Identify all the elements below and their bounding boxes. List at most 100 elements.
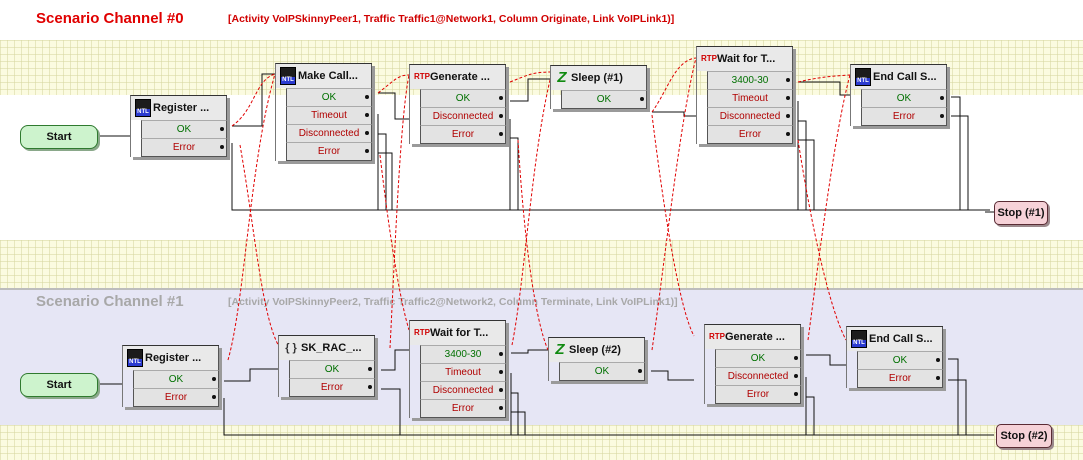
wire-makecall-error xyxy=(378,152,393,210)
output-ok[interactable]: OK xyxy=(715,349,801,367)
wire-endcall2-ok xyxy=(948,358,959,435)
block-sk-rac[interactable]: { }SK_RAC_... OK Error xyxy=(278,335,375,397)
block-title: Make Call... xyxy=(298,70,358,82)
wire-wait2-disconnected xyxy=(511,392,519,435)
output-error[interactable]: Error xyxy=(289,378,375,397)
sync-link xyxy=(227,73,276,361)
wire-generate-ok xyxy=(510,78,550,102)
block-title: Register ... xyxy=(145,352,202,364)
block-title: Generate ... xyxy=(430,71,490,83)
output-timeout[interactable]: Timeout xyxy=(707,89,793,107)
block-title: Sleep (#2) xyxy=(569,344,621,356)
output-error[interactable]: Error xyxy=(133,388,219,407)
wire-makecall-ok xyxy=(378,92,409,120)
output-timeout[interactable]: Timeout xyxy=(286,106,372,124)
block-title: End Call S... xyxy=(869,333,933,345)
block-sleep[interactable]: Z Sleep (#2) OK xyxy=(548,337,645,381)
sync-links xyxy=(227,57,851,361)
block-register[interactable]: Register ... OK Error xyxy=(130,95,227,157)
sync-link xyxy=(377,74,410,94)
wire-sleep2-ok xyxy=(651,370,694,381)
sleep-icon: Z xyxy=(557,69,567,86)
sync-link xyxy=(797,139,847,341)
wire-endcall-error xyxy=(951,115,969,210)
channel-separator xyxy=(0,288,1083,290)
sync-link xyxy=(797,74,851,83)
wire-wait-disconnected xyxy=(798,120,807,210)
block-register[interactable]: Register ... OK Error xyxy=(122,345,219,407)
sync-link xyxy=(239,144,281,349)
wire-register-ok xyxy=(232,73,275,127)
ntl-icon xyxy=(855,68,871,86)
output-error[interactable]: Error xyxy=(286,142,372,161)
output-disconnected[interactable]: Disconnected xyxy=(715,367,801,385)
rtp-icon: RTP xyxy=(414,72,430,81)
output-disconnected[interactable]: Disconnected xyxy=(420,381,506,399)
wire-register-error xyxy=(223,398,994,436)
output-error[interactable]: Error xyxy=(857,369,943,388)
start-node[interactable]: Start xyxy=(20,125,98,149)
rtp-icon: RTP xyxy=(701,54,717,63)
output-disconnected[interactable]: Disconnected xyxy=(707,107,793,125)
sync-link xyxy=(231,73,276,127)
output-ok[interactable]: OK xyxy=(133,370,219,388)
block-end-call[interactable]: End Call S... OK Error xyxy=(846,326,943,388)
output-error[interactable]: Error xyxy=(420,399,506,418)
output-error[interactable]: Error xyxy=(715,385,801,404)
output-ok[interactable]: OK xyxy=(561,90,647,109)
stop-node[interactable]: Stop (#1) xyxy=(994,201,1048,225)
sync-link xyxy=(509,71,553,83)
output-ok[interactable]: OK xyxy=(861,89,947,107)
wire-endcall-ok xyxy=(951,96,961,210)
block-title: Wait for T... xyxy=(430,327,489,339)
output-error[interactable]: Error xyxy=(420,125,506,144)
ntl-icon xyxy=(851,330,867,348)
output-ok[interactable]: OK xyxy=(286,88,372,106)
output-error[interactable]: Error xyxy=(707,125,793,144)
wire-register-ok xyxy=(224,368,278,382)
output-ok[interactable]: OK xyxy=(141,120,227,138)
wire-rac-ok xyxy=(381,349,409,371)
brace-icon: { } xyxy=(285,342,297,354)
output-error[interactable]: Error xyxy=(141,138,227,157)
output-3400-30[interactable]: 3400-30 xyxy=(420,345,506,363)
block-make-call[interactable]: Make Call... OK Timeout Disconnected Err… xyxy=(275,63,372,161)
start-node[interactable]: Start xyxy=(20,373,98,397)
sync-link xyxy=(651,114,695,337)
output-disconnected[interactable]: Disconnected xyxy=(286,124,372,142)
sync-link xyxy=(651,57,697,351)
output-ok[interactable]: OK xyxy=(420,89,506,107)
flow-wires xyxy=(98,73,994,436)
output-ok[interactable]: OK xyxy=(559,362,645,381)
rtp-icon: RTP xyxy=(709,332,725,341)
wire-wait2-error xyxy=(511,411,526,435)
output-ok[interactable]: OK xyxy=(289,360,375,378)
output-ok[interactable]: OK xyxy=(857,351,943,369)
sync-link xyxy=(651,57,697,113)
ntl-icon xyxy=(135,99,151,117)
output-disconnected[interactable]: Disconnected xyxy=(420,107,506,125)
sync-link xyxy=(511,71,553,346)
header-band xyxy=(0,0,1083,40)
wire-wait-ok xyxy=(798,81,850,96)
block-end-call[interactable]: End Call S... OK Error xyxy=(850,64,947,126)
rtp-icon: RTP xyxy=(414,328,430,337)
wire-generate2-ok xyxy=(806,354,846,366)
wire-makecall-disconnected xyxy=(378,133,387,210)
wire-wait2-ok xyxy=(511,349,548,354)
output-timeout[interactable]: Timeout xyxy=(420,363,506,381)
channel1-description: [Activity VoIPSkinnyPeer2, Traffic Traff… xyxy=(228,296,678,308)
wire-endcall2-error xyxy=(948,379,967,435)
sync-link xyxy=(379,154,410,331)
output-3400-30[interactable]: 3400-30 xyxy=(707,71,793,89)
sleep-icon: Z xyxy=(555,341,565,358)
ntl-icon xyxy=(127,349,143,367)
stop-node[interactable]: Stop (#2) xyxy=(996,424,1052,448)
output-error[interactable]: Error xyxy=(861,107,947,126)
